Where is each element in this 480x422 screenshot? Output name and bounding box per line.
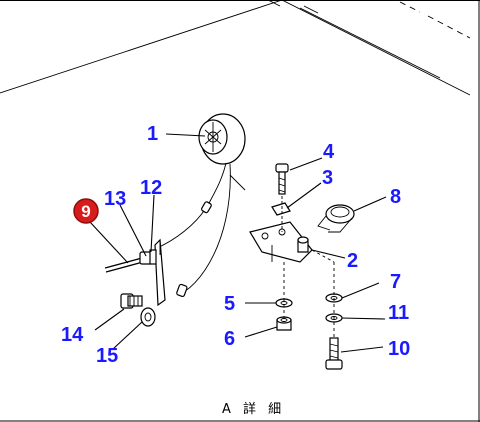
callout-9-circle: [73, 198, 99, 224]
callout-7[interactable]: 7: [390, 271, 401, 293]
callout-15[interactable]: 15: [96, 345, 118, 367]
callout-6[interactable]: 6: [224, 328, 235, 350]
diagram-caption: A 詳 細: [222, 401, 285, 417]
part-6-nut: [276, 316, 292, 331]
part-4-bolt: [275, 163, 289, 232]
leader-lines: [89, 133, 387, 353]
part-1-gauge: [198, 113, 246, 165]
part-14-bolt: [120, 293, 143, 309]
wiring-harness: [156, 162, 246, 298]
callout-3[interactable]: 3: [322, 167, 333, 189]
machine-panel-outline: [0, 0, 471, 96]
callout-8[interactable]: 8: [390, 186, 401, 208]
callout-4[interactable]: 4: [323, 141, 335, 163]
part-3-small-plate: [271, 202, 291, 216]
part-2-plate: [249, 221, 313, 263]
callout-9-label: 9: [81, 202, 90, 221]
callout-12[interactable]: 12: [140, 177, 162, 199]
callout-13[interactable]: 13: [104, 188, 126, 210]
part-8-spring: [317, 204, 355, 233]
callout-labels: 1 2 3 4 5 6 7 8 10 11 12 13 14 15: [61, 123, 410, 367]
callout-10[interactable]: 10: [388, 338, 410, 360]
callout-9-badge[interactable]: 9: [73, 198, 99, 224]
callout-1[interactable]: 1: [147, 123, 158, 145]
callout-5[interactable]: 5: [224, 293, 235, 315]
sender-bracket: [154, 238, 166, 307]
callout-11[interactable]: 11: [388, 302, 409, 324]
part-10-bolt: [325, 337, 343, 370]
part-9-sender-rod: [104, 249, 157, 273]
part-15-washer: [140, 307, 156, 327]
assembly-centerlines: [283, 249, 335, 338]
callout-2[interactable]: 2: [347, 250, 358, 272]
callout-14[interactable]: 14: [61, 324, 84, 346]
